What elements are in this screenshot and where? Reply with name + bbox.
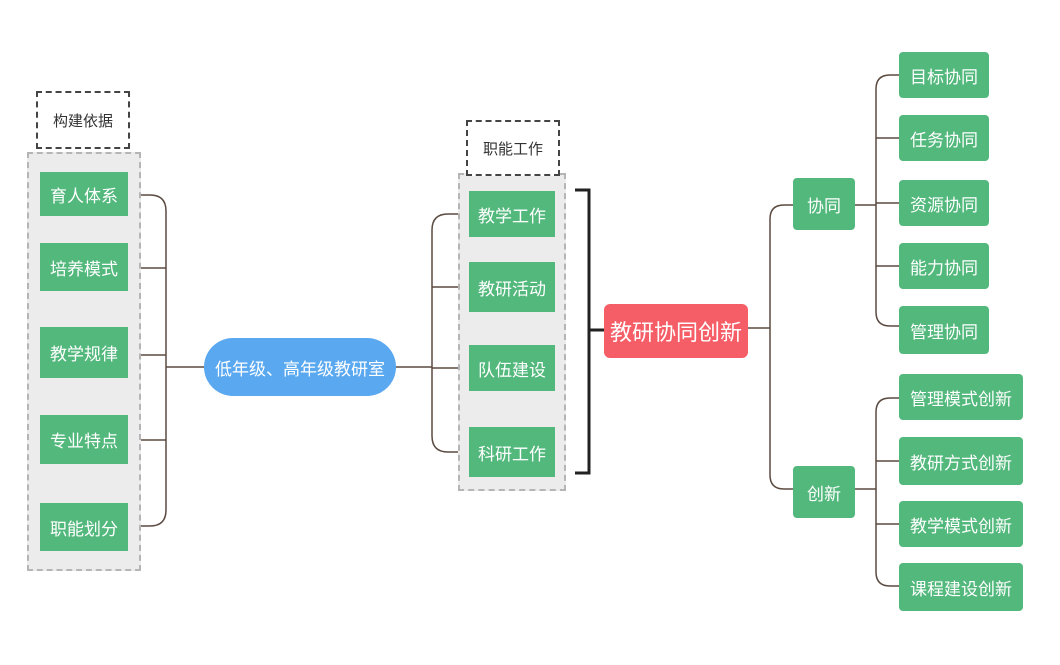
left-item-yuren[interactable]: 育人体系 (40, 172, 128, 216)
branch-chuangxin[interactable]: 创新 (793, 466, 855, 518)
middle-item-duiwu[interactable]: 队伍建设 (469, 345, 555, 391)
middle-item-jiaoyan[interactable]: 教研活动 (469, 262, 555, 312)
center-branch-bracket (769, 204, 793, 490)
xietong-item-guanli[interactable]: 管理协同 (899, 306, 989, 354)
xietong-item-renwu[interactable]: 任务协同 (899, 115, 989, 161)
middle-item-jiaoxue[interactable]: 教学工作 (469, 191, 555, 237)
middle-group-bracket (575, 188, 604, 475)
left-item-zhuanye[interactable]: 专业特点 (40, 415, 128, 464)
left-group-label: 构建依据 (36, 91, 130, 149)
xietong-item-nengli[interactable]: 能力协同 (899, 243, 989, 289)
left-item-zhineng[interactable]: 职能划分 (40, 503, 128, 551)
xietong-item-ziyuan[interactable]: 资源协同 (899, 180, 989, 226)
chuangxin-items-bracket (875, 397, 899, 587)
left-item-peiyang[interactable]: 培养模式 (40, 243, 128, 291)
xietong-items-bracket (875, 74, 899, 327)
chuangxin-item-kecheng-jianshe[interactable]: 课程建设创新 (899, 563, 1023, 611)
chuangxin-item-jiaoyan-fangshi[interactable]: 教研方式创新 (899, 437, 1023, 485)
root-node[interactable]: 低年级、高年级教研室 (204, 338, 396, 396)
left-item-jiaoxue[interactable]: 教学规律 (40, 327, 128, 378)
middle-connector-bracket (431, 213, 469, 453)
xietong-item-mubiao[interactable]: 目标协同 (899, 52, 989, 98)
chuangxin-item-jiaoxue-moshi[interactable]: 教学模式创新 (899, 501, 1023, 547)
chuangxin-item-guanli-moshi[interactable]: 管理模式创新 (899, 374, 1023, 420)
left-connector-bracket (128, 194, 167, 527)
middle-group-label: 职能工作 (466, 120, 560, 176)
branch-xietong[interactable]: 协同 (793, 178, 855, 230)
middle-item-keyan[interactable]: 科研工作 (469, 427, 555, 477)
center-node[interactable]: 教研协同创新 (604, 304, 748, 358)
